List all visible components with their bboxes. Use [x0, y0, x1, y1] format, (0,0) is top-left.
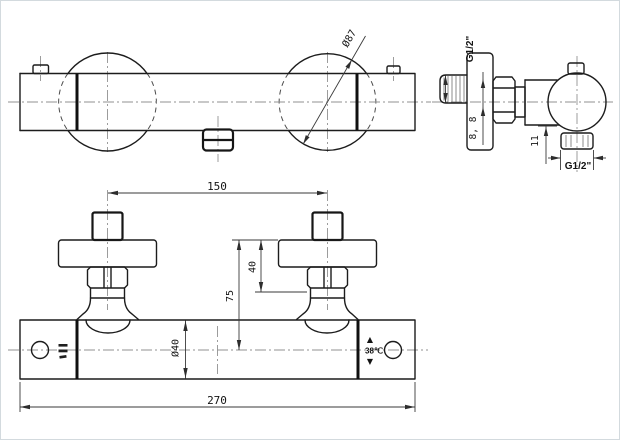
side-view: G1/2" 8, 8 11 G1/2": [432, 36, 613, 172]
temp-down-icon: ▼: [367, 357, 374, 366]
union-nut: [492, 76, 516, 124]
dim-outlet-offset: 11: [530, 125, 557, 164]
dim-connector-spacing: 150: [108, 180, 327, 196]
plate-depth-label: 8, 8: [468, 116, 479, 139]
side-view-centerlines: [432, 56, 613, 172]
dim-outlet-thread: G1/2": [548, 150, 606, 172]
dim-center-height: 75: [225, 239, 278, 350]
outlet-thread-label: G1/2": [565, 161, 592, 172]
front-view: ▲ 38℃ ▼ 150 75 40: [8, 180, 428, 412]
temperature-control-markings: ▲ 38℃ ▼: [365, 335, 403, 366]
center-height-label: 75: [225, 290, 236, 302]
dim-inlet-thread: G1/2": [443, 36, 476, 103]
fixing-button-right: [386, 65, 401, 75]
inlet-thread-connector: [439, 74, 468, 104]
temp-up-icon: ▲: [367, 335, 374, 344]
knob-diameter-label: Ø87: [340, 28, 359, 50]
safety-button: [383, 340, 403, 360]
dim-overall-width: 270: [19, 382, 416, 412]
knob-visible-arcs: [67, 52, 368, 152]
outlet-tab: [201, 128, 235, 152]
body-top-button: [567, 62, 585, 75]
connector-height-label: 40: [248, 261, 259, 273]
body-diameter-label: Ø40: [170, 339, 182, 357]
body-circle: [547, 72, 607, 132]
valve-body-side: [524, 79, 560, 126]
mixer-bar-front: ▲ 38℃ ▼: [19, 319, 416, 380]
overall-width-label: 270: [207, 394, 227, 407]
connector-spacing-label: 150: [207, 180, 227, 193]
dim-body-diameter: Ø40: [170, 320, 188, 379]
inlet-thread-label: G1/2": [465, 36, 476, 63]
dim-plate-depth: 8, 8: [468, 72, 486, 145]
outlet-offset-label: 11: [530, 135, 541, 147]
wall-connector-right: [277, 211, 378, 334]
wall-connector-left: [57, 211, 158, 334]
mixer-bar-top: [19, 72, 416, 132]
temperature-label: 38℃: [365, 347, 383, 356]
fixing-button-left: [32, 64, 50, 75]
bottom-outlet: [560, 132, 594, 150]
top-view: Ø87: [8, 28, 431, 162]
flow-marking-icon: [58, 344, 68, 359]
dim-connector-height: 40: [248, 240, 307, 293]
top-view-centerlines: [8, 52, 431, 162]
flow-knob-screw: [30, 340, 50, 360]
